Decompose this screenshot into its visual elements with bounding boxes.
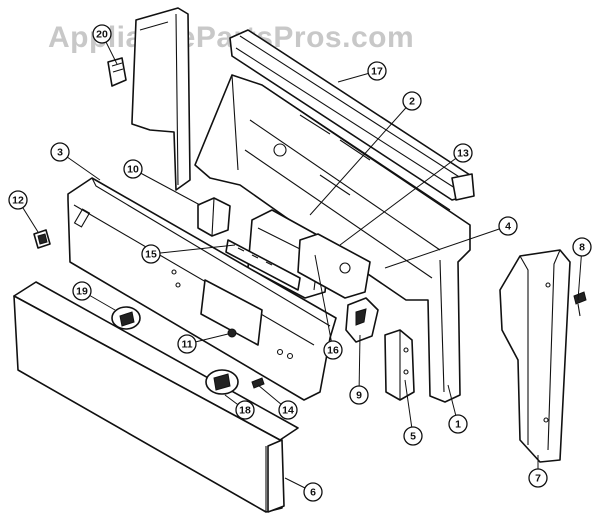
leader-line-15 xyxy=(150,244,236,255)
callout-number: 9 xyxy=(356,390,362,402)
callout-7: 7 xyxy=(528,468,548,488)
callout-circle xyxy=(402,91,422,111)
part-knob-18 xyxy=(205,369,239,395)
part-display-board-16 xyxy=(297,233,371,299)
callout-number: 1 xyxy=(455,419,461,431)
callout-circle xyxy=(8,190,28,210)
callout-circle xyxy=(572,237,592,257)
callout-number: 15 xyxy=(145,249,157,261)
callout-number: 3 xyxy=(57,147,63,159)
callout-20: 20 xyxy=(92,24,112,44)
callout-number: 13 xyxy=(457,148,469,160)
callout-15: 15 xyxy=(141,244,161,264)
callout-12: 12 xyxy=(8,190,28,210)
callout-number: 2 xyxy=(409,96,415,108)
callout-4: 4 xyxy=(498,216,518,236)
leader-line-10 xyxy=(132,168,201,206)
callout-8: 8 xyxy=(572,237,592,257)
part-side-bracket xyxy=(131,7,191,191)
callout-circle xyxy=(453,143,473,163)
callout-number: 18 xyxy=(239,405,251,417)
callout-10: 10 xyxy=(123,159,143,179)
part-end-cap-7 xyxy=(499,249,571,463)
callout-number: 6 xyxy=(310,487,316,499)
callout-number: 19 xyxy=(76,286,88,298)
callout-circle xyxy=(367,61,387,81)
callout-circle xyxy=(141,244,161,264)
callout-number: 12 xyxy=(12,195,24,207)
callout-11: 11 xyxy=(177,334,197,354)
leader-line-13 xyxy=(339,152,464,246)
callout-circle xyxy=(92,24,112,44)
part-button-12 xyxy=(33,229,51,249)
callout-6: 6 xyxy=(303,482,323,502)
part-screw-8 xyxy=(573,291,587,317)
leader-line-4 xyxy=(384,225,509,269)
part-screw-14 xyxy=(251,377,265,389)
callout-number: 20 xyxy=(96,29,108,41)
callout-circle xyxy=(50,142,70,162)
callout-circle xyxy=(528,468,548,488)
callout-number: 11 xyxy=(181,339,192,351)
callout-number: 16 xyxy=(327,345,339,357)
callout-circle xyxy=(303,482,323,502)
callout-circle xyxy=(498,216,518,236)
callout-17: 17 xyxy=(367,61,387,81)
callout-number: 17 xyxy=(371,66,383,78)
callout-circle xyxy=(72,281,92,301)
callout-circle xyxy=(123,159,143,179)
leader-line-2 xyxy=(309,100,413,216)
callout-circle xyxy=(235,400,255,420)
callout-number: 4 xyxy=(505,221,511,233)
part-relay-10 xyxy=(197,197,231,237)
callout-16: 16 xyxy=(323,340,343,360)
callout-5: 5 xyxy=(403,426,423,446)
callout-number: 5 xyxy=(410,431,416,443)
callout-2: 2 xyxy=(402,91,422,111)
part-backguard-frame xyxy=(194,74,471,403)
callout-14: 14 xyxy=(278,400,298,420)
callout-3: 3 xyxy=(50,142,70,162)
part-knob-19 xyxy=(111,306,141,330)
callout-number: 8 xyxy=(579,242,585,254)
leader-line-16 xyxy=(314,254,334,351)
callout-1: 1 xyxy=(448,414,468,434)
leader-line-9 xyxy=(358,334,361,396)
part-bracket-5 xyxy=(384,329,415,401)
callout-number: 10 xyxy=(127,164,139,176)
callout-number: 7 xyxy=(535,473,541,485)
callout-circle xyxy=(448,414,468,434)
callout-circle xyxy=(403,426,423,446)
part-lower-trim-6 xyxy=(13,281,299,513)
part-top-trim-17 xyxy=(229,29,475,201)
part-clip-20 xyxy=(107,57,127,87)
callout-19: 19 xyxy=(72,281,92,301)
callout-circle xyxy=(278,400,298,420)
callout-13: 13 xyxy=(453,143,473,163)
part-control-panel-3 xyxy=(67,177,337,401)
callout-9: 9 xyxy=(349,385,369,405)
callout-circle xyxy=(323,340,343,360)
callout-18: 18 xyxy=(235,400,255,420)
callout-circle xyxy=(177,334,197,354)
callout-number: 14 xyxy=(282,405,294,417)
callout-circle xyxy=(349,385,369,405)
part-switch-9 xyxy=(345,297,379,343)
